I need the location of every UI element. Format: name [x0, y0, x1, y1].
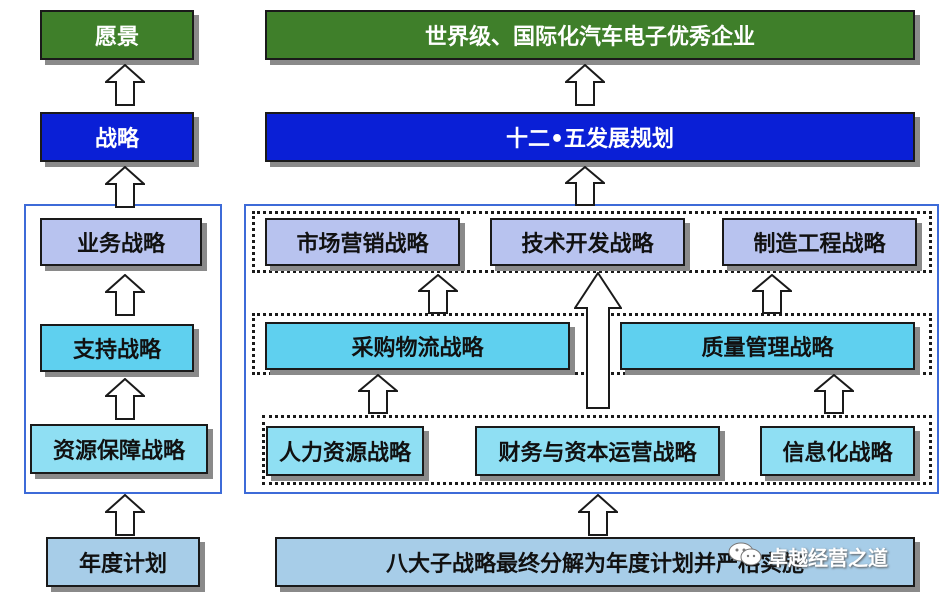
arrow-up-icon: [105, 166, 145, 208]
arrow-up-icon: [565, 64, 605, 106]
arrow-up-icon: [358, 374, 398, 414]
arrow-up-icon: [105, 494, 145, 536]
left-annual-plan-box: 年度计划: [46, 537, 200, 587]
finance-strategy-box: 财务与资本运营战略: [475, 426, 720, 476]
watermark-text: 卓越经营之道: [768, 546, 888, 570]
arrow-up-icon: [814, 374, 854, 414]
arrow-up-icon: [578, 494, 618, 536]
business-strategy-box: 业务战略: [40, 218, 202, 266]
left-strategy-box: 战略: [40, 112, 194, 162]
support-strategy-box: 支持战略: [40, 324, 194, 372]
tech-dev-strategy-box: 技术开发战略: [490, 218, 685, 266]
arrow-up-icon: [105, 274, 145, 316]
hr-strategy-box: 人力资源战略: [266, 426, 424, 476]
right-annual-plan-box: 八大子战略最终分解为年度计划并严格实施: [275, 537, 915, 587]
arrow-up-icon: [105, 64, 145, 106]
row3-group: [262, 415, 932, 485]
right-vision-box: 世界级、国际化汽车电子优秀企业: [265, 10, 915, 60]
procurement-strategy-box: 采购物流战略: [265, 322, 570, 370]
manufacturing-strategy-box: 制造工程战略: [722, 218, 917, 266]
arrow-up-icon: [565, 166, 605, 206]
resource-strategy-box: 资源保障战略: [30, 424, 208, 474]
arrow-up-icon: [418, 274, 458, 314]
arrow-up-icon: [752, 274, 792, 314]
arrow-up-icon: [105, 378, 145, 420]
tall-arrow-up-icon: [574, 272, 622, 409]
right-strategy-box: 十二•五发展规划: [265, 112, 915, 162]
wechat-icon: [728, 542, 762, 566]
marketing-strategy-box: 市场营销战略: [265, 218, 460, 266]
row1-group: [252, 211, 932, 273]
it-strategy-box: 信息化战略: [760, 426, 915, 476]
left-vision-box: 愿景: [40, 10, 194, 60]
quality-strategy-box: 质量管理战略: [620, 322, 915, 370]
